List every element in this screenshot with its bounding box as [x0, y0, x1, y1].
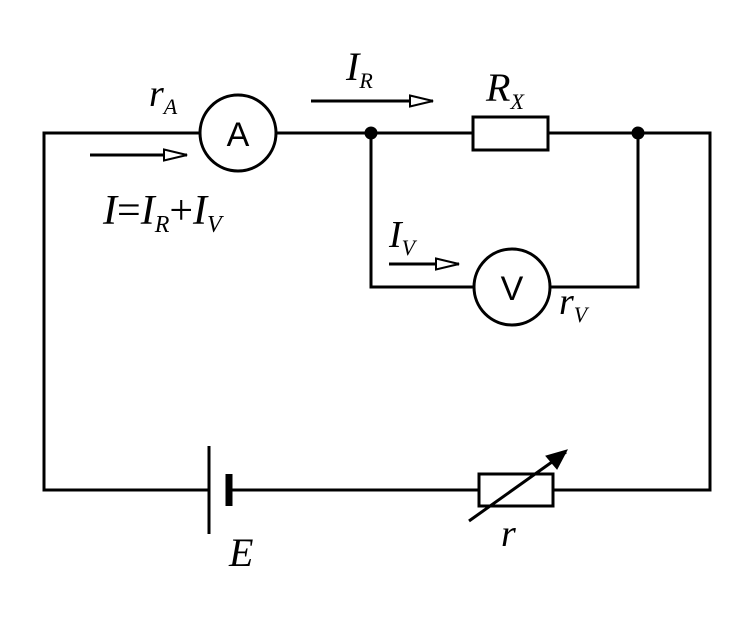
wire-branch-right	[548, 131, 640, 289]
resistor-rx	[471, 115, 550, 152]
voltmeter: V	[472, 247, 552, 327]
label-current-equation: I=IR+IV	[102, 188, 224, 238]
label-voltmeter-current: IV	[388, 214, 418, 260]
rheostat	[468, 449, 568, 523]
junction-node-right	[631, 126, 645, 140]
label-rheostat: r	[501, 513, 516, 555]
label-unknown-resistor: RX	[485, 65, 525, 114]
label-voltmeter-resistance: rV	[559, 281, 590, 327]
junction-node-left	[364, 126, 378, 140]
label-emf: E	[228, 530, 253, 575]
ammeter: A	[198, 93, 278, 173]
battery	[207, 446, 233, 534]
wire-branch-left	[369, 131, 476, 289]
label-ammeter-resistance: rA	[149, 73, 178, 119]
ammeter-symbol: A	[227, 116, 250, 154]
voltmeter-symbol: V	[501, 270, 524, 308]
label-resistor-current: IR	[345, 44, 373, 93]
